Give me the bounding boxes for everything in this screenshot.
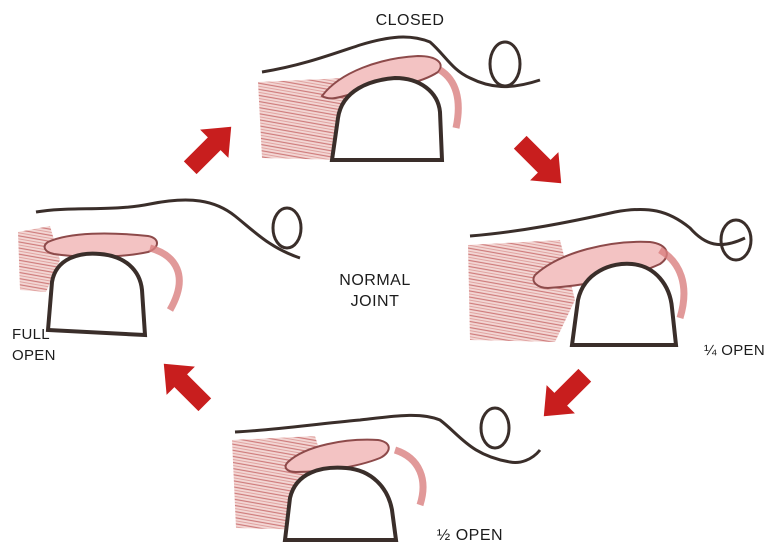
label-full-open-line2: OPEN — [12, 347, 56, 364]
ligament — [150, 248, 179, 310]
ligament — [440, 70, 458, 128]
ear-canal — [490, 42, 520, 86]
joint-closed — [258, 37, 540, 160]
joint-quarter-open — [468, 209, 751, 345]
condyle — [48, 254, 145, 335]
skull-outline — [470, 209, 745, 244]
label-full-open-line1: FULL — [12, 326, 50, 343]
center-label-line2: JOINT — [351, 293, 400, 310]
ligament — [395, 450, 423, 505]
label-quarter-open: ¼ OPEN — [704, 342, 765, 359]
label-closed: CLOSED — [376, 12, 445, 29]
condyle — [285, 468, 396, 540]
muscle — [468, 240, 575, 342]
arrow-quarter-open-to-half-open — [530, 361, 599, 430]
center-label-line1: NORMAL — [339, 272, 410, 289]
arrow-full-open-to-closed — [176, 113, 245, 182]
arrow-half-open-to-full-open — [150, 350, 219, 419]
ear-canal — [481, 408, 509, 448]
joint-full-open — [18, 200, 301, 335]
arrow-closed-to-quarter-open — [506, 128, 575, 197]
label-half-open: ½ OPEN — [437, 527, 503, 544]
ear-canal — [721, 220, 751, 260]
joint-half-open — [232, 408, 540, 540]
ear-canal — [273, 208, 301, 248]
